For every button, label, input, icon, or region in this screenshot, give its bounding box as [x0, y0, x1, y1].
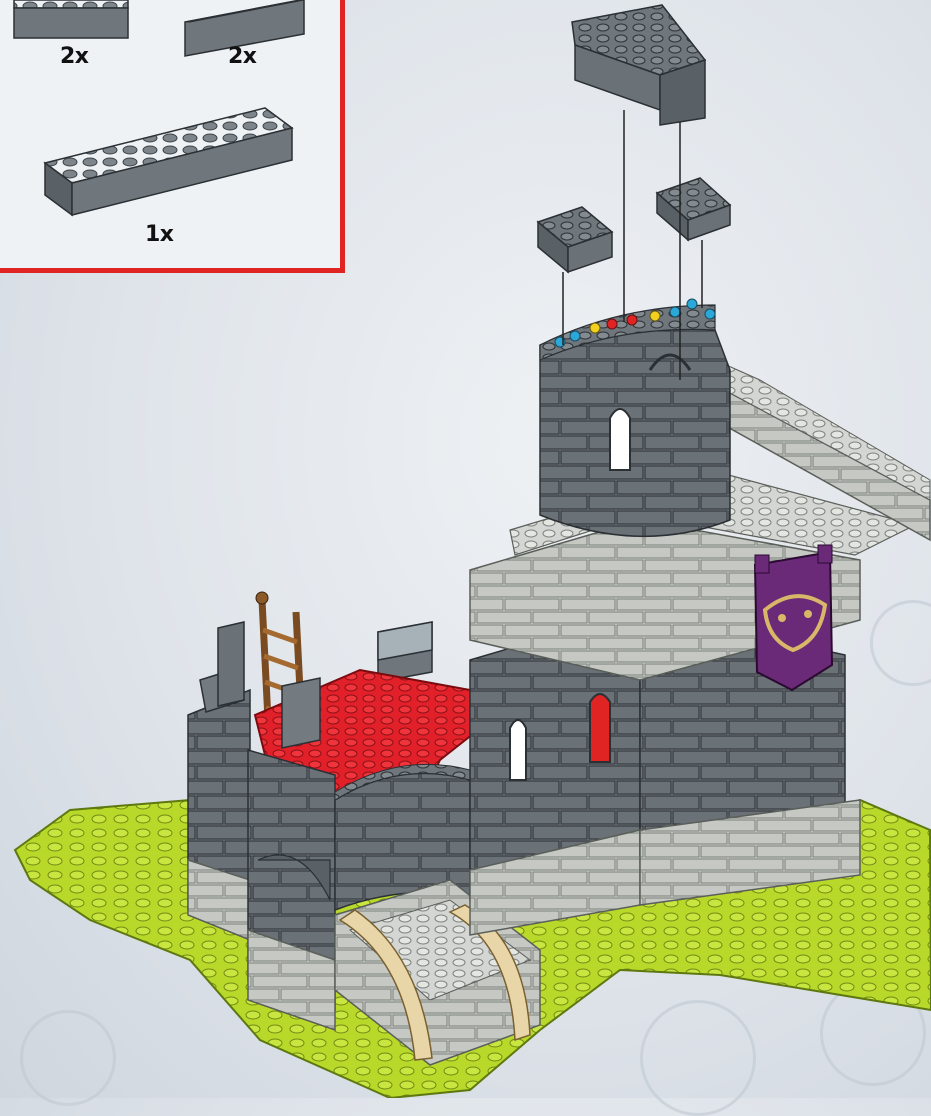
floating-brick-small-left: [538, 207, 612, 272]
gray-slope-block: [378, 622, 432, 682]
purple-banner: [755, 545, 832, 690]
window-icon: [510, 720, 526, 780]
floating-brick-large: [572, 5, 705, 125]
floating-brick-small-right: [657, 178, 730, 240]
window-icon: [610, 409, 630, 470]
left-wall-column: [188, 622, 250, 940]
upper-tower: [540, 299, 730, 536]
window-icon: [590, 694, 610, 762]
